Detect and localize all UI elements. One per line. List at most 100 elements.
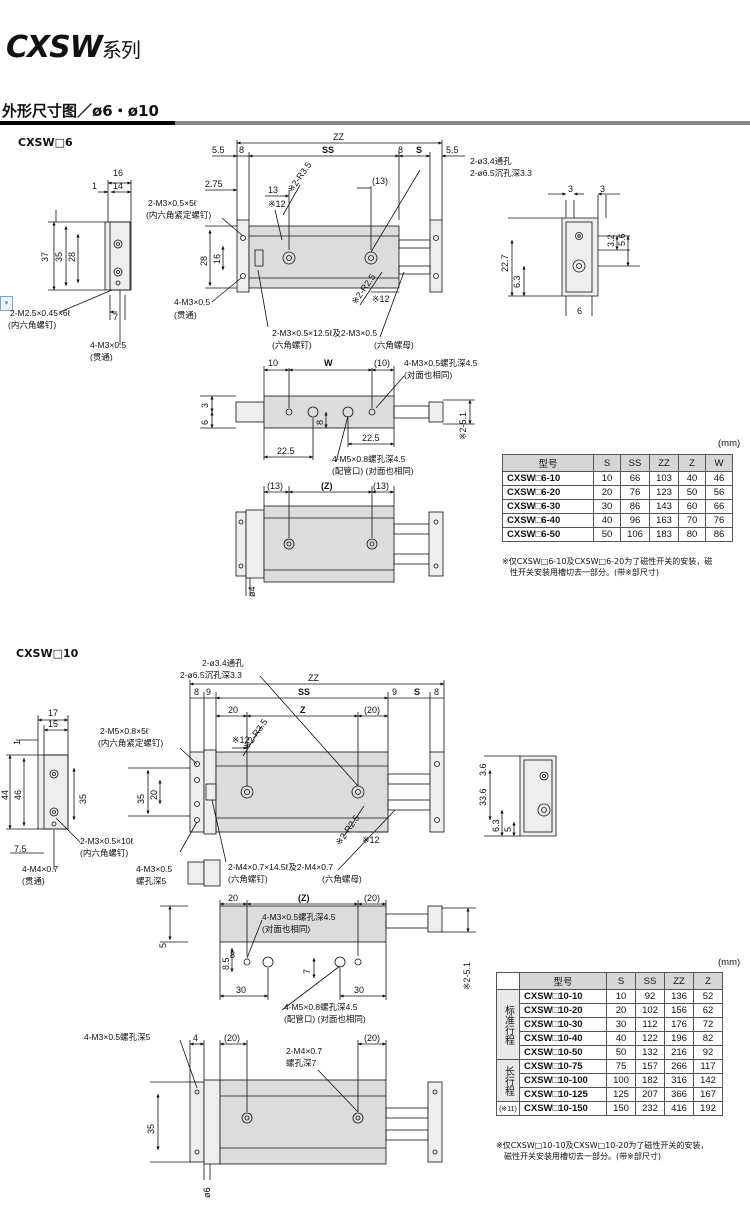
cxsw10-dim-2-5-1: ※2-5.1	[462, 962, 472, 990]
table-cell: 102	[635, 1003, 665, 1018]
cxsw10-dim-20t: 20	[228, 893, 238, 903]
table-cell: 72	[693, 1017, 723, 1032]
cxsw10-dim-20p: (20)	[364, 705, 380, 715]
table-cell: 156	[664, 1003, 694, 1018]
table-cell: 125	[606, 1087, 636, 1102]
table-cell: 10	[606, 989, 636, 1004]
table-cell: 20	[606, 1003, 636, 1018]
cxsw6-front-view	[200, 366, 475, 463]
cxsw10-dim-zp: (Z)	[298, 893, 310, 903]
table-cell: CXSW□6-40	[502, 513, 594, 528]
cxsw10-dim-7-5: 7.5	[14, 844, 27, 854]
cxsw10-callout-bolt-sub1: (六角螺钉)	[228, 874, 268, 884]
cxsw6-callout-bolt-sub1: (六角螺钉)	[272, 340, 312, 350]
cxsw10-dim-20bl: (20)	[224, 1033, 240, 1043]
cxsw6-callout-m3-deep: 4-M3×0.5螺孔深4.5	[404, 358, 478, 368]
table-cell: 86	[705, 527, 733, 542]
cxsw6-dim-10p: (10)	[374, 358, 390, 368]
table-cell: CXSW□10-100	[519, 1073, 607, 1088]
group-standard-label: 标准行程	[496, 989, 520, 1060]
cxsw10-callout-hole-b: 2-ø6.5沉孔深3.3	[180, 670, 242, 680]
cxsw6-dim-3b: 3	[600, 184, 605, 194]
cxsw6-dim-8v: 8	[315, 420, 325, 425]
table-cell: 106	[620, 527, 650, 542]
cxsw10-dim-4: 4	[193, 1033, 198, 1043]
table-cell: CXSW□6-10	[502, 471, 594, 486]
cxsw6-dim-7: 7	[113, 312, 118, 322]
cxsw6-dim-6v: 6	[200, 420, 210, 425]
table-cell: 50	[678, 485, 706, 500]
cxsw10-table-note: ※仅CXSW□10-10及CXSW□10-20为了磁性开关的安装， 磁性开关安装…	[496, 1140, 746, 1162]
table-cell: 103	[649, 471, 679, 486]
cxsw10-dim-35b: 35	[136, 794, 146, 804]
cxsw6-dim-star12a: ※12	[268, 199, 286, 209]
table-cell: 76	[620, 485, 650, 500]
table-cell: CXSW□10-50	[519, 1045, 607, 1060]
cxsw6-callout-m3b-sub: (贯通)	[90, 352, 113, 362]
table-header: ZZ	[649, 454, 679, 472]
cxsw10-dim-8b: 8	[434, 687, 439, 697]
cxsw10-callout-m3-bottom: 4-M3×0.5螺孔深5	[84, 1032, 151, 1042]
cxsw6-dim-13r: (13)	[373, 481, 389, 491]
cxsw6-dim-37: 37	[40, 252, 50, 262]
cxsw10-callout-m4-bottom: 2-M4×0.7	[286, 1046, 322, 1056]
note-line: 性开关安装用槽切去一部分。(带※部尺寸)	[510, 568, 659, 577]
series-name: CXSW	[6, 30, 103, 65]
cxsw10-dim-d6: ø6	[202, 1187, 212, 1198]
table-header: S	[606, 972, 636, 990]
cxsw6-callout-m5: 4-M5×0.8螺孔深4.5	[332, 454, 406, 464]
table-cell: 142	[693, 1073, 723, 1088]
cxsw10-dim-8-5: 8.5	[221, 957, 231, 970]
cxsw10-dim-5: 5	[503, 827, 513, 832]
table-cell: 136	[664, 989, 694, 1004]
cxsw10-dim-20br: (20)	[364, 1033, 380, 1043]
table-header: S	[593, 454, 621, 472]
cxsw6-dim-10: 10	[268, 358, 278, 368]
cxsw6-dim-2-75: 2.75	[205, 179, 223, 189]
cxsw6-dim-3v: 3	[200, 403, 210, 408]
cxsw10-dim-30a: 30	[236, 985, 246, 995]
cxsw10-dim-8a: 8	[194, 687, 199, 697]
table-cell: CXSW□10-30	[519, 1017, 607, 1032]
cxsw6-dim-3a: 3	[568, 184, 573, 194]
cxsw6-dim-13: 13	[268, 185, 278, 195]
cxsw6-dim-13p: (13)	[372, 176, 388, 186]
cxsw10-callout-hole-a: 2-ø3.4通孔	[202, 658, 244, 668]
table-cell: 10	[593, 471, 621, 486]
table-cell: 176	[664, 1017, 694, 1032]
cxsw6-model-label: CXSW□6	[18, 136, 73, 149]
cxsw6-dim-22-7: 22.7	[500, 254, 510, 272]
cxsw6-dim-star12b: ※12	[372, 294, 390, 304]
table-cell: 20	[593, 485, 621, 500]
cxsw10-dim-8: 8	[230, 950, 235, 960]
cxsw6-dim-8b: 8	[398, 145, 403, 155]
cxsw10-callout-bolt: 2-M4×0.7×14.5ℓ及2-M4×0.7	[228, 862, 333, 872]
cxsw6-callout-bolt-sub2: (六角螺母)	[374, 340, 414, 350]
cxsw6-callout-m3-set: 2-M3×0.5×5ℓ	[148, 198, 197, 208]
cxsw10-dim-33-6: 33.6	[478, 788, 488, 806]
table-cell: CXSW□10-40	[519, 1031, 607, 1046]
cxsw6-dim-13l: (13)	[267, 481, 283, 491]
table-cell: 52	[693, 989, 723, 1004]
series-title: CXSW系列	[6, 30, 141, 65]
table-cell: 143	[649, 499, 679, 514]
cxsw10-callout-m3-deep5-sub: 螺孔深5	[136, 876, 167, 886]
table-cell: 123	[649, 485, 679, 500]
cxsw10-front-view	[160, 859, 476, 1011]
side-tab-icon[interactable]: ▾	[0, 296, 13, 311]
cxsw6-dim-6-3: 6.3	[512, 275, 522, 288]
cxsw6-dim-5-5a: 5.5	[212, 145, 225, 155]
table-cell: CXSW□6-30	[502, 499, 594, 514]
table-cell: 80	[678, 527, 706, 542]
cxsw6-callout-m25-sub: (内六角螺钉)	[8, 320, 56, 330]
table-cell: 196	[664, 1031, 694, 1046]
table-cell: 92	[693, 1045, 723, 1060]
cxsw10-dim-3-6: 3.6	[478, 763, 488, 776]
table-cell: 122	[635, 1031, 665, 1046]
